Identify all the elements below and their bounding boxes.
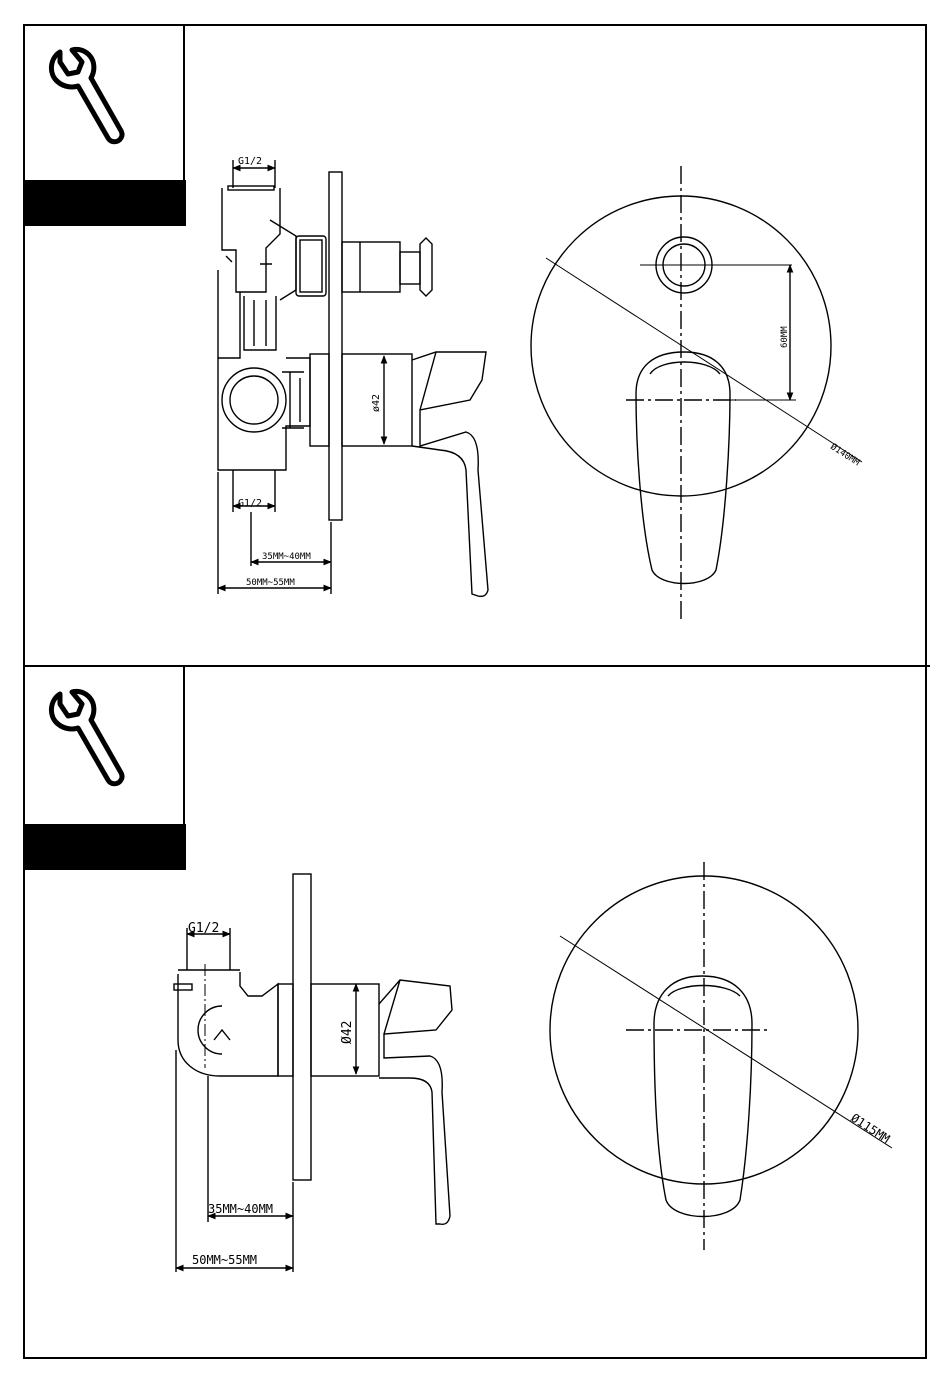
label-bar-2 [24, 824, 186, 870]
icon-box-2 [24, 666, 186, 870]
front-view-2 [550, 862, 892, 1250]
label-bar-1 [24, 180, 186, 226]
wall-depth-long-label-1: 50MM~55MM [246, 578, 295, 588]
front-view-1 [531, 166, 862, 622]
side-view-1 [218, 160, 488, 596]
plate-diameter-label-2: Ø115MM [848, 1111, 892, 1146]
panel-1: G1/2 G1/2 ø42 35MM~40MM 50MM~55MM 60MM Ø… [24, 25, 862, 622]
wall-depth-short-label-2: 35MM~40MM [208, 1202, 273, 1216]
plate-diameter-label-1: Ø140MM [828, 441, 862, 468]
wall-plate [329, 172, 342, 520]
wall-depth-long-label-2: 50MM~55MM [192, 1253, 257, 1267]
lever-front-1 [636, 352, 730, 584]
wall-depth-short-label-1: 35MM~40MM [262, 552, 311, 562]
spacing-label-1: 60MM [780, 326, 790, 348]
top-inlet-label-2: G1/2 [188, 921, 219, 936]
bottom-inlet-label-1: G1/2 [238, 498, 262, 509]
wall-plate-2 [293, 874, 311, 1180]
top-inlet-label-1: G1/2 [238, 156, 262, 167]
body-diameter-label-2: Ø42 [340, 1021, 355, 1044]
wrench-icon [51, 49, 122, 141]
body-diameter-label-1: ø42 [371, 394, 382, 412]
icon-box-1 [24, 25, 186, 226]
panel-2: G1/2 Ø42 35MM~40MM 50MM~55MM Ø115MM [24, 666, 892, 1272]
wrench-icon [51, 691, 122, 783]
